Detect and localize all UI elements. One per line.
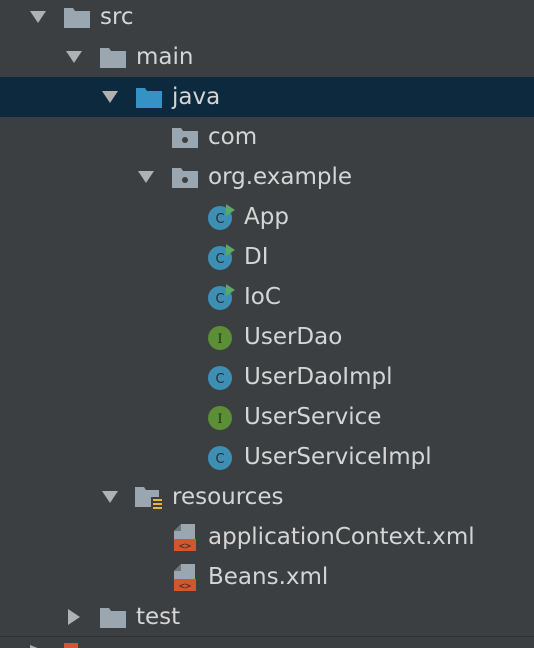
xml-file-icon: <> bbox=[170, 562, 200, 592]
xml-file-icon: <> bbox=[170, 522, 200, 552]
tree-node-src[interactable]: src bbox=[0, 0, 534, 37]
tree-next-row-clipped bbox=[0, 636, 534, 648]
tree-node-label: src bbox=[100, 4, 134, 30]
svg-text:C: C bbox=[215, 292, 224, 307]
run-marker-icon bbox=[226, 284, 235, 296]
tree-node-label: App bbox=[244, 204, 289, 230]
tree-node-label: java bbox=[172, 84, 221, 110]
interface-icon: I bbox=[206, 402, 236, 432]
expand-arrow-icon[interactable] bbox=[98, 85, 122, 109]
interface-icon: I bbox=[206, 322, 236, 352]
class-icon: C bbox=[206, 442, 236, 472]
svg-text:C: C bbox=[215, 452, 224, 467]
expand-arrow-icon[interactable] bbox=[62, 45, 86, 69]
tree-node-label: resources bbox=[172, 484, 284, 510]
tree-node-label: UserServiceImpl bbox=[244, 444, 432, 470]
file-icon bbox=[64, 643, 78, 648]
package-icon bbox=[170, 122, 200, 152]
tree-node-label: com bbox=[208, 124, 258, 150]
folder-icon bbox=[62, 2, 92, 32]
tree-node-label: Beans.xml bbox=[208, 564, 329, 590]
tree-node-main[interactable]: main bbox=[0, 37, 534, 77]
tree-node-applicationcontext-xml[interactable]: <> applicationContext.xml bbox=[0, 517, 534, 557]
tree-node-ioc[interactable]: C IoC bbox=[0, 277, 534, 317]
tree-node-label: applicationContext.xml bbox=[208, 524, 475, 550]
tree-node-userdaoimpl[interactable]: C UserDaoImpl bbox=[0, 357, 534, 397]
svg-text:I: I bbox=[217, 332, 222, 347]
svg-text:C: C bbox=[215, 372, 224, 387]
tree-node-userservice[interactable]: I UserService bbox=[0, 397, 534, 437]
source-folder-icon bbox=[134, 82, 164, 112]
class-icon: C bbox=[206, 282, 236, 312]
tree-node-label: IoC bbox=[244, 284, 281, 310]
tree-node-di[interactable]: C DI bbox=[0, 237, 534, 277]
expand-arrow-icon[interactable] bbox=[26, 5, 50, 29]
svg-text:C: C bbox=[215, 212, 224, 227]
tree-node-label: DI bbox=[244, 244, 269, 270]
collapsed-arrow-icon[interactable] bbox=[62, 605, 86, 629]
tree-node-label: UserDaoImpl bbox=[244, 364, 393, 390]
folder-icon bbox=[98, 602, 128, 632]
tree-node-label: org.example bbox=[208, 164, 353, 190]
tree-node-resources[interactable]: resources bbox=[0, 477, 534, 517]
collapsed-arrow-icon bbox=[30, 645, 38, 648]
class-icon: C bbox=[206, 242, 236, 272]
tree-node-label: UserService bbox=[244, 404, 382, 430]
svg-text:C: C bbox=[215, 252, 224, 267]
tree-node-label: test bbox=[136, 604, 181, 630]
tree-node-label: main bbox=[136, 44, 194, 70]
run-marker-icon bbox=[226, 244, 235, 256]
package-icon bbox=[170, 162, 200, 192]
tree-node-label: UserDao bbox=[244, 324, 343, 350]
tree-node-userserviceimpl[interactable]: C UserServiceImpl bbox=[0, 437, 534, 477]
svg-text:<>: <> bbox=[179, 541, 191, 552]
tree-node-java[interactable]: java bbox=[0, 77, 534, 117]
class-icon: C bbox=[206, 202, 236, 232]
tree-node-com[interactable]: com bbox=[0, 117, 534, 157]
tree-node-beans-xml[interactable]: <> Beans.xml bbox=[0, 557, 534, 597]
resources-folder-icon bbox=[134, 482, 164, 512]
tree-node-test[interactable]: test bbox=[0, 597, 534, 637]
tree-node-app[interactable]: C App bbox=[0, 197, 534, 237]
tree-node-userdao[interactable]: I UserDao bbox=[0, 317, 534, 357]
class-icon: C bbox=[206, 362, 236, 392]
svg-text:I: I bbox=[217, 412, 222, 427]
svg-text:<>: <> bbox=[179, 581, 191, 592]
expand-arrow-icon[interactable] bbox=[98, 485, 122, 509]
expand-arrow-icon[interactable] bbox=[134, 165, 158, 189]
tree-node-org-example[interactable]: org.example bbox=[0, 157, 534, 197]
run-marker-icon bbox=[226, 204, 235, 216]
folder-icon bbox=[98, 42, 128, 72]
